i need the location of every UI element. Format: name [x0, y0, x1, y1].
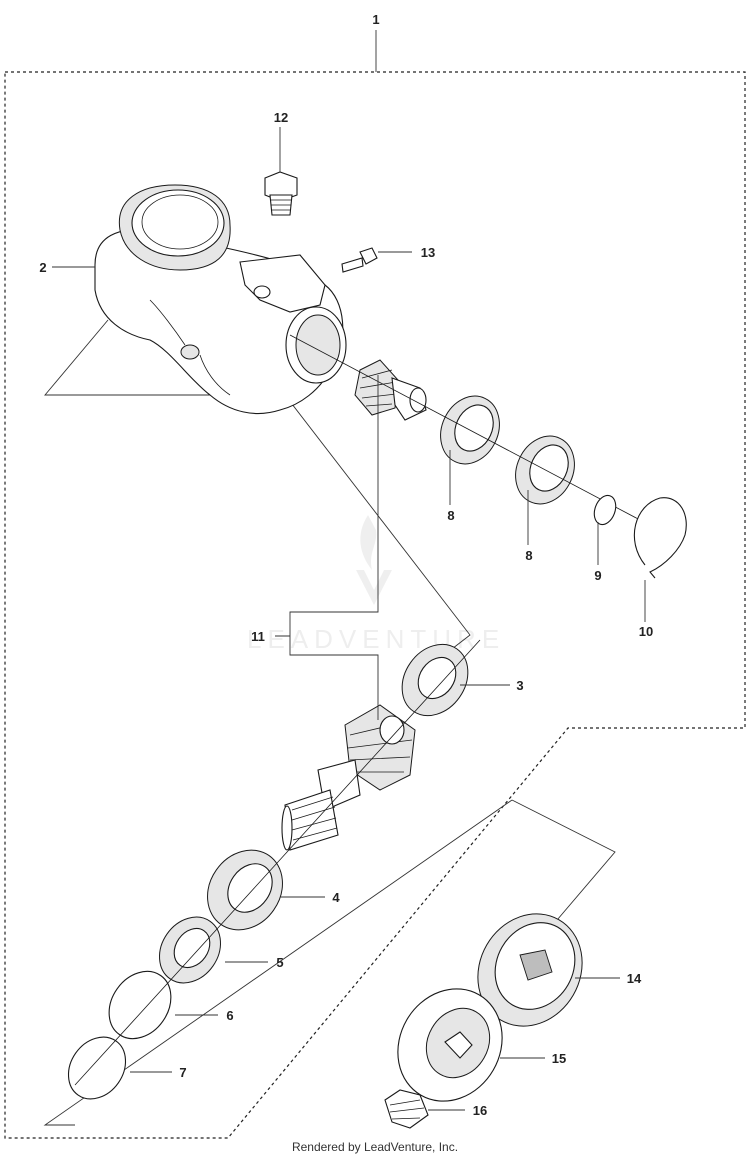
ring-7: [67, 1036, 127, 1100]
nut-16: [384, 1089, 429, 1129]
leaders: [52, 127, 646, 1111]
callout-4: 4: [332, 890, 340, 905]
bearing-4: [207, 849, 283, 931]
callout-12: 12: [274, 110, 288, 125]
callout-5: 5: [276, 955, 283, 970]
flange-14: [477, 913, 583, 1027]
callout-3: 3: [516, 678, 523, 693]
watermark-text: LEADVENTURE: [247, 624, 505, 654]
callout-15: 15: [552, 1051, 566, 1066]
callout-10: 10: [639, 624, 653, 639]
gear-housing: [94, 184, 347, 414]
callout-9: 9: [594, 568, 601, 583]
screw-13: [341, 247, 378, 273]
bevel-gear-shaft: [281, 704, 416, 851]
leadventure-watermark: LEADVENTURE: [247, 515, 505, 654]
callout-1: 1: [372, 12, 379, 27]
lower-axis: [74, 639, 481, 1086]
circlip-9: [593, 494, 617, 526]
snap-ring-10: [633, 497, 687, 579]
callout-8b: 8: [525, 548, 532, 563]
upper-axis: [289, 334, 641, 521]
render-credit: Rendered by LeadVenture, Inc.: [291, 1140, 459, 1154]
callout-2: 2: [39, 260, 46, 275]
seal-5: [159, 916, 221, 984]
callout-11: 11: [251, 629, 265, 644]
callout-6: 6: [226, 1008, 233, 1023]
plug-12: [264, 171, 298, 216]
support-cup-15: [397, 988, 503, 1102]
pinion-gear: [354, 359, 427, 421]
assembly-boundary: [4, 71, 746, 1139]
callout-7: 7: [179, 1065, 186, 1080]
callout-8a: 8: [447, 508, 454, 523]
callout-13: 13: [421, 245, 435, 260]
callout-14: 14: [627, 971, 642, 986]
group-line-lower: [43, 799, 616, 1126]
callout-16: 16: [473, 1103, 487, 1118]
washer-6: [108, 970, 172, 1040]
bearing-3: [401, 643, 469, 717]
